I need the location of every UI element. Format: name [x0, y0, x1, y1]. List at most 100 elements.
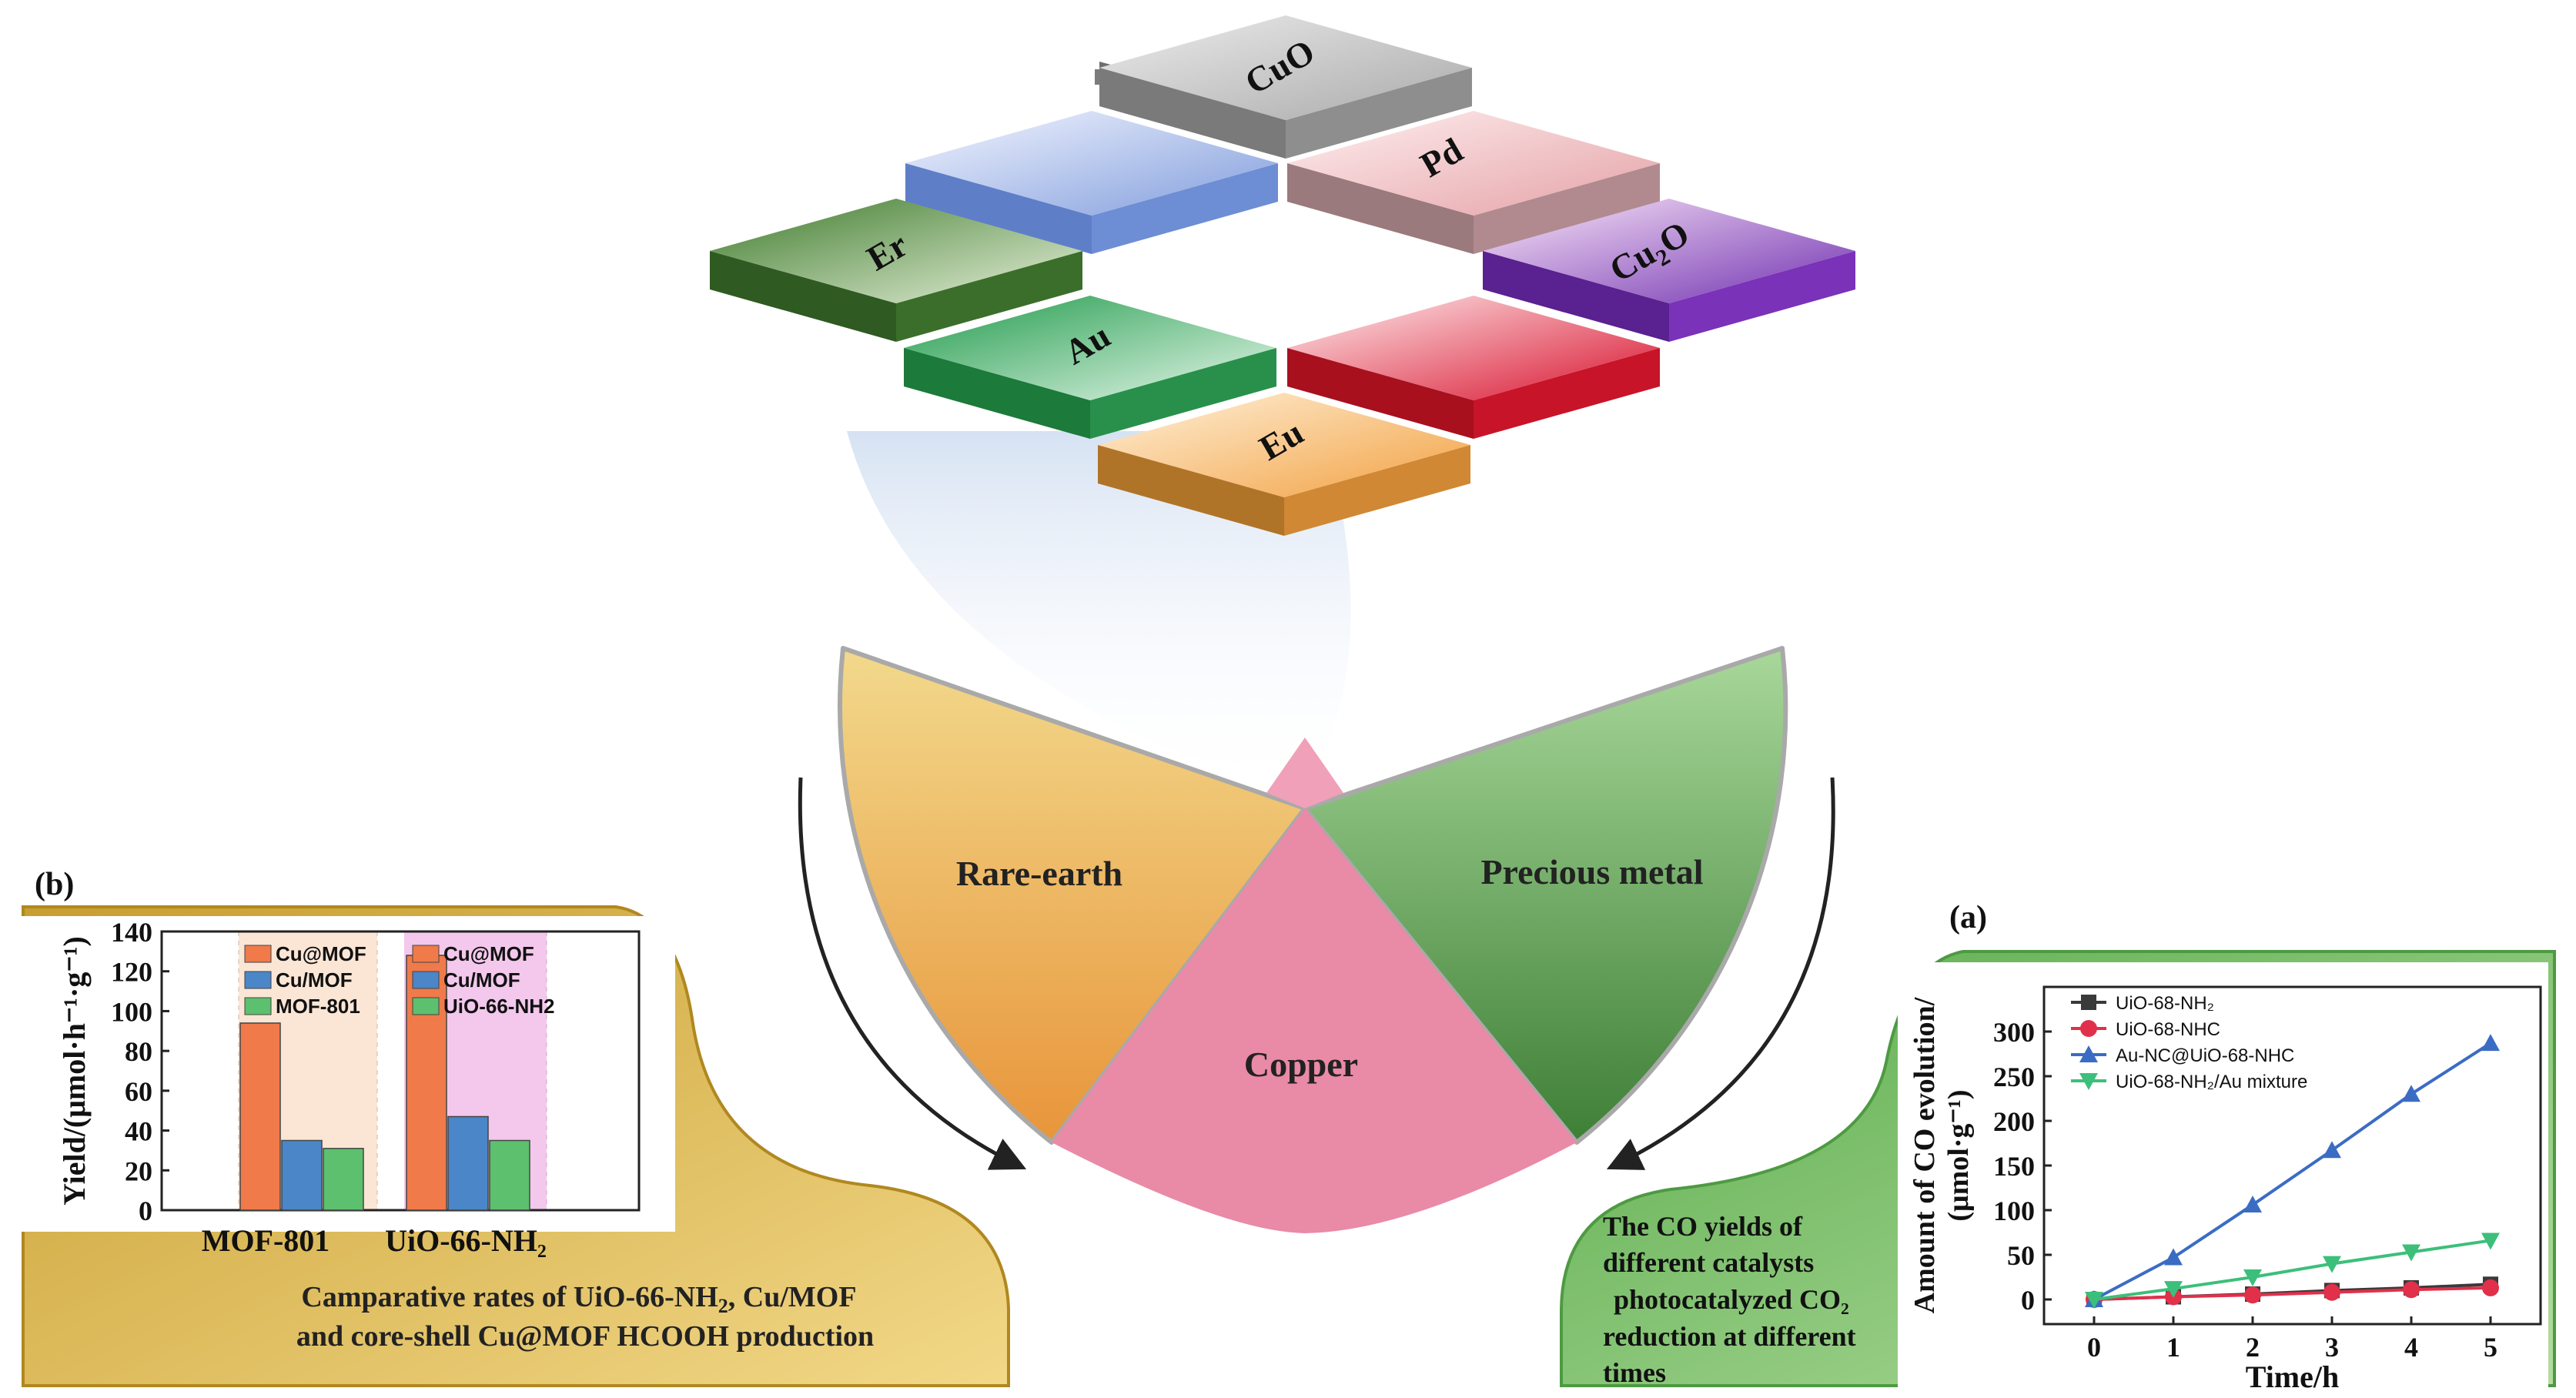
legend-label: Cu/MOF: [276, 968, 353, 992]
tile-er-side-right: [896, 251, 1082, 342]
y-tick-label: 0: [2021, 1285, 2035, 1316]
x-tick-label: 3: [2325, 1332, 2339, 1363]
tile-cu2o: Cu2O: [1483, 199, 1855, 342]
marker-triangle-down: [2323, 1256, 2341, 1273]
y-tick-label: 150: [1993, 1151, 2035, 1182]
marker-triangle-down: [2402, 1244, 2420, 1262]
panel-a-caption-line3: photocatalyzed CO₂: [1614, 1284, 1849, 1315]
legend-label: Cu@MOF: [276, 942, 366, 965]
bar-0-2: [323, 1148, 364, 1211]
tile-red-side-right: [1474, 348, 1660, 439]
marker-triangle-up: [2079, 1045, 2098, 1062]
fan-copper: [1052, 808, 1577, 1233]
tile-blue-side-right: [1092, 163, 1278, 254]
y-tick-label: 100: [111, 996, 152, 1027]
tile-pd-top: [1287, 111, 1660, 216]
tile-pd-side-right: [1474, 163, 1660, 254]
y-tick-label: 100: [1993, 1196, 2035, 1226]
light-cone: [847, 431, 1351, 785]
series-1: UiO-68-NHC: [2071, 1019, 2499, 1308]
fan-diagram: Rare-earth Precious metal Copper: [798, 646, 1835, 1233]
panel-a-chart-bg: [1898, 962, 2548, 1390]
series-2: Au-NC@UiO-68-NHC: [2071, 1034, 2500, 1307]
panel-b-caption-line1: Camparative rates of UiO-66-NH2, Cu/MOF: [301, 1281, 856, 1317]
bar-1-1: [447, 1115, 489, 1211]
tile-au: Au: [904, 296, 1276, 439]
panel-a-caption-line2: different catalysts: [1603, 1247, 1814, 1278]
bar-plot-frame: [160, 930, 641, 1212]
fan-label-precious-metal: Precious metal: [1480, 852, 1703, 891]
x-tick-label: 0: [2087, 1332, 2101, 1363]
tile-cuo-side-left: [1099, 68, 1286, 159]
marker-triangle-down: [2243, 1269, 2262, 1286]
bar-0-0: [239, 1022, 281, 1211]
marker-circle: [2482, 1279, 2499, 1296]
marker-triangle-up: [2402, 1085, 2420, 1102]
legend-swatch: [244, 971, 272, 989]
y-tick-label: 250: [1993, 1062, 2035, 1092]
tile-red: [1287, 296, 1660, 439]
marker-triangle-up: [2243, 1196, 2262, 1213]
marker-triangle-down: [2164, 1281, 2183, 1299]
marker-circle: [2403, 1281, 2420, 1299]
marker-circle: [2323, 1283, 2340, 1301]
tile-eu-side-right: [1284, 445, 1470, 536]
series-line: [2093, 1286, 2491, 1301]
marker-triangle-down: [2085, 1292, 2103, 1309]
tile-au-top: [904, 296, 1276, 400]
series-line: [2093, 1042, 2492, 1301]
tile-blue-side-left: [905, 163, 1092, 254]
bar-1-2: [489, 1139, 530, 1211]
tile-blue-top: [905, 111, 1278, 216]
marker-circle: [2080, 1020, 2097, 1037]
x-tick-label: 5: [2484, 1332, 2497, 1363]
tile-cuo-side-right: [1286, 68, 1472, 159]
legend-swatch: [244, 945, 272, 963]
bar-0-1: [281, 1139, 323, 1211]
tile-er-side-left: [710, 251, 896, 342]
fan-copper-tip: [1266, 737, 1343, 808]
panel-a-caption-line4: reduction at different: [1603, 1321, 1856, 1352]
y-tick-label: 60: [125, 1076, 152, 1107]
tile-red-side-left: [1287, 348, 1474, 439]
legend-label: UiO-68-NH₂: [2116, 993, 2214, 1014]
legend-swatch: [412, 971, 440, 989]
bar-y-axis-label: Yield/(μmol·h⁻¹·g⁻¹): [57, 936, 92, 1206]
legend-swatch: [412, 945, 440, 963]
y-tick-label: 20: [125, 1156, 152, 1186]
tile-cuo-top: [1099, 15, 1472, 120]
panel-a-caption-line5: times: [1603, 1357, 1666, 1388]
panel-a-caption-line1: The CO yields of: [1603, 1211, 1803, 1242]
x-category-label: MOF-801: [202, 1223, 330, 1258]
fan-rare-earth: [838, 646, 1307, 1145]
tile-cu2o-side-right: [1669, 251, 1855, 342]
marker-circle: [2244, 1286, 2261, 1304]
x-tick-label: 4: [2404, 1332, 2418, 1363]
x-category-label: UiO-66-NH₂: [385, 1223, 547, 1258]
fan-label-copper: Copper: [1244, 1045, 1358, 1084]
panel-b-label: (b): [35, 867, 74, 902]
legend-label: Au-NC@UiO-68-NHC: [2116, 1045, 2294, 1066]
series-line: [2093, 1239, 2491, 1301]
line-x-axis-label: Time/h: [2246, 1360, 2340, 1394]
legend-label: UiO-68-NH₂/Au mixture: [2116, 1072, 2307, 1092]
marker-triangle-up: [2323, 1141, 2341, 1159]
tile-au-side-left: [904, 348, 1090, 439]
panel-a-label: (a): [1949, 900, 1987, 935]
panel-a: (a) The CO yields of different catalysts…: [1560, 900, 2556, 1390]
right-arrow: [1606, 777, 1835, 1170]
fan-label-rare-earth: Rare-earth: [956, 854, 1122, 893]
marker-triangle-down: [2481, 1232, 2500, 1250]
tile-pd-side-left: [1287, 163, 1474, 254]
line-y-axis-label-1: Amount of CO evolution/: [1909, 997, 1941, 1313]
panel-b-caption-line2: and core-shell Cu@MOF HCOOH production: [296, 1320, 874, 1353]
tile-er: Er: [710, 199, 1082, 342]
legend-label: UiO-66-NH2: [443, 995, 554, 1018]
tile-red-top: [1287, 296, 1660, 400]
tile-er-top: [710, 199, 1082, 303]
series-3: UiO-68-NH₂/Au mixture: [2071, 1072, 2500, 1309]
marker-triangle-up: [2164, 1248, 2183, 1266]
x-tick-label: 2: [2246, 1332, 2260, 1363]
left-arrow: [798, 777, 1027, 1170]
